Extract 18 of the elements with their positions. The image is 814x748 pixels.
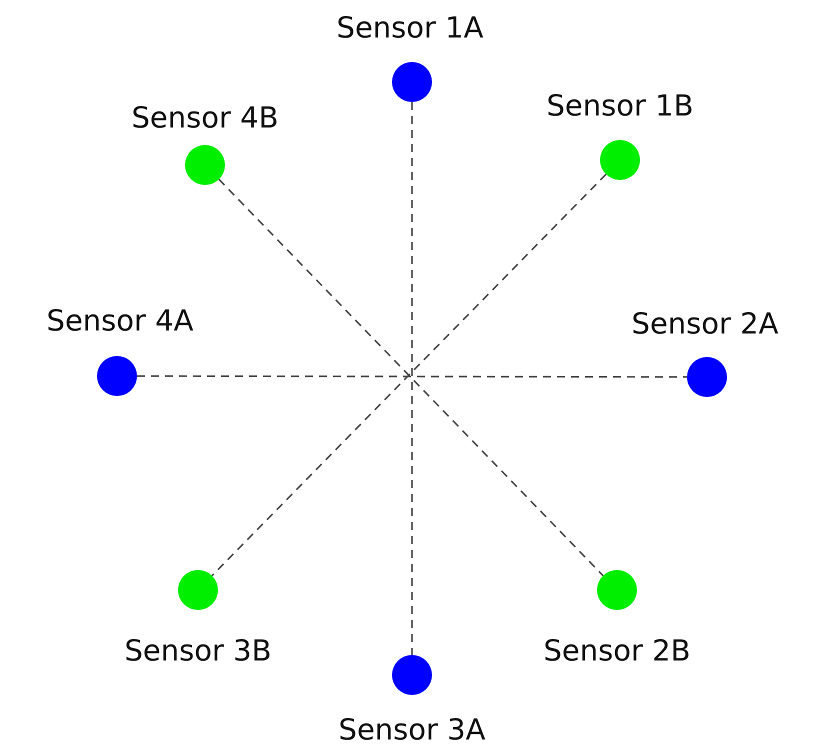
sensor-dot xyxy=(392,655,432,695)
dashed-line xyxy=(137,375,687,378)
sensor-dot xyxy=(687,357,727,397)
sensor-dot xyxy=(597,570,637,610)
sensor-label: Sensor 2A xyxy=(632,310,778,338)
sensor-dot xyxy=(97,356,137,396)
sensor-dot xyxy=(178,570,218,610)
sensor-label: Sensor 3A xyxy=(338,716,486,744)
dashed-line xyxy=(411,102,413,655)
sensor-label: Sensor 1A xyxy=(336,14,484,42)
sensor-label: Sensor 1B xyxy=(546,92,694,120)
sensor-label: Sensor 4A xyxy=(46,306,194,336)
sensor-dot xyxy=(185,145,225,185)
sensor-label: Sensor 3B xyxy=(124,636,272,666)
sensor-label: Sensor 2B xyxy=(544,636,690,666)
sensor-dot xyxy=(392,62,432,102)
sensor-dot xyxy=(600,140,640,180)
sensor-label: Sensor 4B xyxy=(132,104,278,132)
